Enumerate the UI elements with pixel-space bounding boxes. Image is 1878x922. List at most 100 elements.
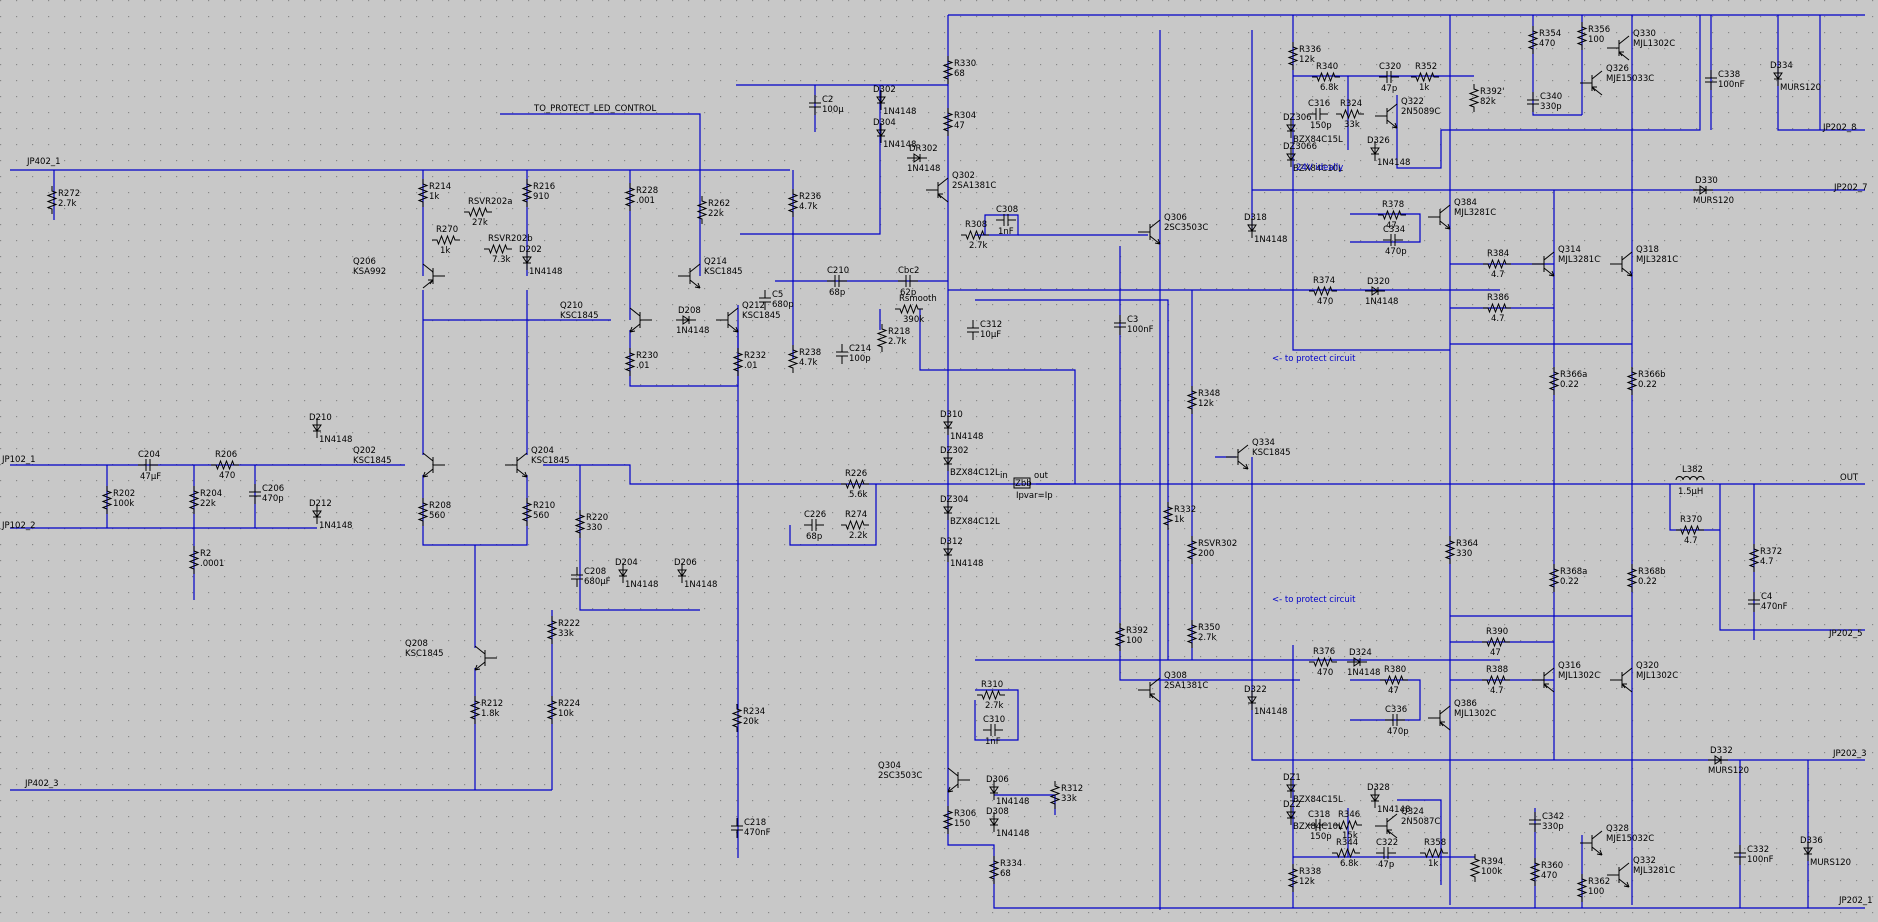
diode-ref: D336 bbox=[1800, 836, 1823, 846]
resistor-ref: R212 bbox=[481, 699, 503, 709]
resistor-value: .01 bbox=[744, 361, 758, 371]
transistor-value: MJL1302C bbox=[1633, 39, 1675, 49]
resistor-value: 390k bbox=[903, 315, 924, 325]
capacitor-ref: C320 bbox=[1379, 62, 1401, 72]
wire bbox=[789, 484, 877, 546]
resistor-value: 12k bbox=[1198, 399, 1214, 409]
transistor-value: KSC1845 bbox=[742, 311, 781, 321]
capacitor-ref: C332 bbox=[1747, 845, 1769, 855]
transistor-value: 2SA1381C bbox=[952, 181, 996, 191]
resistor-value: 6.8k bbox=[1340, 859, 1359, 869]
resistor-ref: R336 bbox=[1299, 45, 1321, 55]
capacitor-value: 10µF bbox=[980, 330, 1001, 340]
resistor-ref: R234 bbox=[743, 707, 765, 717]
resistor: R390 47 bbox=[1482, 627, 1510, 658]
resistor-value: 33k bbox=[1344, 120, 1360, 130]
resistor-value: .0001 bbox=[200, 559, 224, 569]
resistor-value: 47 bbox=[1490, 648, 1501, 658]
diode-ref: D334 bbox=[1770, 61, 1793, 71]
resistor-value: 5.6k bbox=[849, 490, 868, 500]
diode-value: 1N4148 bbox=[319, 521, 352, 531]
diode-ref: D204 bbox=[615, 558, 638, 568]
transistor-value: KSC1845 bbox=[405, 649, 444, 659]
resistor-value: 47 bbox=[1386, 221, 1397, 231]
resistor: R228.001 bbox=[624, 183, 658, 211]
resistor: R232.01 bbox=[732, 348, 766, 376]
resistor-ref: R306 bbox=[954, 809, 976, 819]
transistor-value: MJE15032C bbox=[1606, 834, 1654, 844]
resistor-ref: R272 bbox=[58, 189, 80, 199]
resistor-value: 560 bbox=[429, 511, 445, 521]
transistor-value: MJL3281C bbox=[1636, 255, 1678, 265]
transistor-value: KSC1845 bbox=[531, 456, 570, 466]
resistor-value: 2.7k bbox=[58, 199, 77, 209]
capacitor-ref: Cbc2 bbox=[898, 266, 919, 276]
resistor-ref: R392 bbox=[1126, 626, 1148, 636]
capacitor-value: 470p bbox=[1385, 247, 1407, 257]
resistor-ref: R236 bbox=[799, 192, 821, 202]
resistor-value: 470 bbox=[1317, 297, 1333, 307]
resistor-value: 4.7 bbox=[1684, 536, 1698, 546]
net-label: JP202_5 bbox=[1828, 629, 1863, 639]
resistor: R230.01 bbox=[624, 348, 658, 376]
resistor-ref: R216 bbox=[533, 182, 555, 192]
resistor-ref: R340 bbox=[1316, 62, 1338, 72]
diode-ref: DZ1 bbox=[1283, 773, 1301, 783]
transistor-ref: Q304 bbox=[878, 761, 901, 771]
wire bbox=[543, 464, 1070, 485]
resistor-ref: RSVR302 bbox=[1198, 539, 1237, 549]
diode-value: 1N4148 bbox=[319, 435, 352, 445]
diode-ref: DZ2 bbox=[1283, 800, 1301, 810]
resistor-value: 47 bbox=[954, 121, 965, 131]
transistor-ref: Q314 bbox=[1558, 245, 1581, 255]
resistor-ref: Rsmooth bbox=[899, 294, 937, 304]
diode-value: 1N4148 bbox=[996, 797, 1029, 807]
transistor-ref: Q210 bbox=[560, 301, 583, 311]
resistor-value: 20k bbox=[743, 717, 759, 727]
annotation-note: 24V ideally bbox=[1296, 163, 1343, 173]
resistor: R392'82k bbox=[1468, 84, 1504, 112]
resistor-value: 0.22 bbox=[1560, 380, 1579, 390]
diode-value: BZX84C15L bbox=[1293, 135, 1343, 145]
transistor-ref: Q316 bbox=[1558, 661, 1581, 671]
resistor-value: 1k bbox=[1419, 83, 1429, 93]
resistor-ref: R390 bbox=[1486, 627, 1508, 637]
resistor-value: 12k bbox=[1299, 877, 1315, 887]
resistor-ref: RSVR202b bbox=[488, 234, 533, 244]
net-label: JP402_3 bbox=[24, 779, 59, 789]
diode-ref: D302 bbox=[873, 85, 896, 95]
resistor-ref: R364 bbox=[1456, 539, 1478, 549]
diode-value: BZX84C10L bbox=[1293, 164, 1343, 174]
